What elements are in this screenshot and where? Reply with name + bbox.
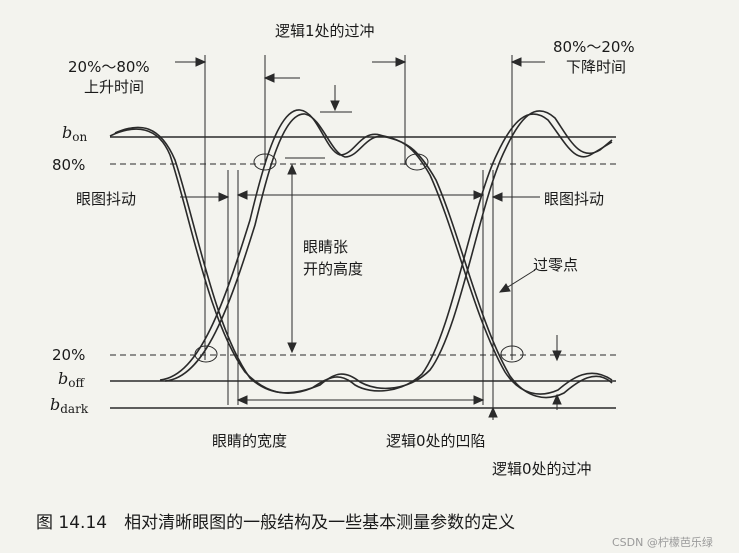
eye-traces — [109, 109, 613, 399]
b-off-label: boff — [58, 369, 85, 390]
sag-0-label: 逻辑0处的凹陷 — [386, 432, 486, 450]
jitter-right-label: 眼图抖动 — [544, 190, 604, 208]
zero-crossing-label: 过零点 — [533, 256, 578, 274]
overshoot-0-label: 逻辑0处的过冲 — [492, 460, 592, 478]
eye-height-label-2: 开的高度 — [303, 260, 363, 278]
eye-height-label-1: 眼睛张 — [303, 238, 348, 256]
fall-time-label-1: 80%～20% — [553, 38, 635, 56]
b-on-label: bon — [62, 123, 87, 144]
figure-caption: 图 14.14 相对清晰眼图的一般结构及一些基本测量参数的定义 — [36, 513, 515, 533]
vertical-markers — [204, 55, 513, 405]
eye-width-label: 眼睛的宽度 — [212, 432, 287, 450]
pct-80-label: 80% — [52, 156, 85, 174]
crossing-circle-20-left — [194, 345, 218, 363]
pct-20-label: 20% — [52, 346, 85, 364]
rise-time-label-1: 20%～80% — [68, 58, 150, 76]
crossing-circle-80-right — [405, 153, 429, 171]
watermark: CSDN @柠檬芭乐绿 — [612, 535, 713, 549]
rise-time-label-2: 上升时间 — [84, 78, 144, 96]
overshoot-1-label: 逻辑1处的过冲 — [275, 22, 375, 40]
jitter-left-label: 眼图抖动 — [76, 190, 136, 208]
fall-time-label-2: 下降时间 — [566, 58, 626, 76]
dimension-arrows — [175, 57, 562, 420]
b-dark-label: bdark — [50, 395, 89, 416]
